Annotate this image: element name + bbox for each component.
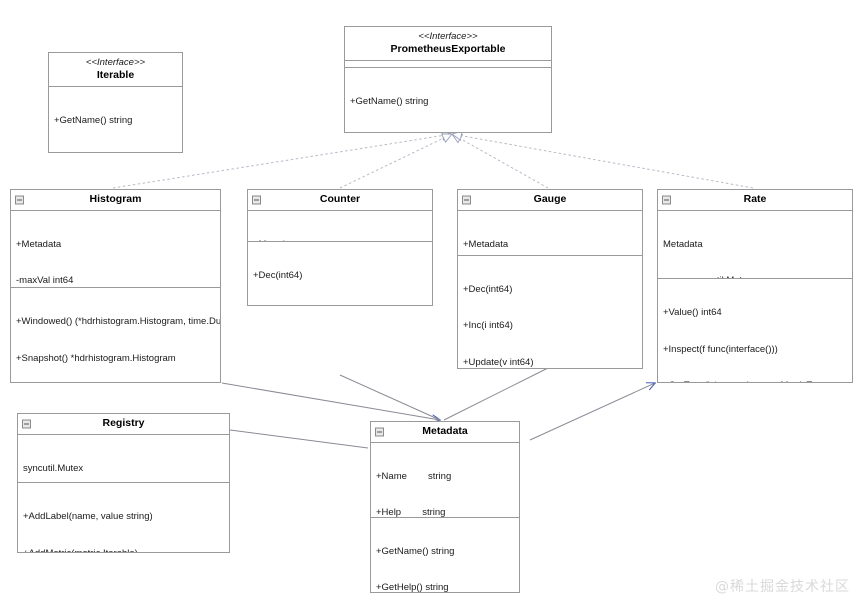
operations-compartment-counter: +Dec(int64) +Inspect(f func(interface())…	[248, 241, 432, 305]
class-header-gauge: Gauge	[458, 190, 642, 211]
operations-compartment-rate: +Value() int64 +Inspect(f func(interface…	[658, 278, 852, 382]
class-box-rate[interactable]: Rate Metadata mu syncutil.Mutex curSum f…	[657, 189, 853, 383]
class-name-label: Registry	[102, 417, 145, 429]
class-box-counter[interactable]: Counter +Metadata -metrics.Counter +Dec(…	[247, 189, 433, 306]
minus-box-icon[interactable]	[252, 195, 261, 205]
edge-registry-to-metadata	[229, 429, 369, 449]
class-name-label: Histogram	[89, 193, 142, 205]
operation-row: +Dec(int64)	[253, 270, 303, 282]
attribute-row: +Metadata	[16, 239, 62, 251]
operations-compartment-iterable: +GetName() string +GetHelp() string +Get…	[49, 87, 182, 152]
attributes-compartment-counter: +Metadata -metrics.Counter	[248, 211, 432, 241]
class-header-prometheus-exportable: <<Interface>> PrometheusExportable	[345, 27, 551, 61]
attribute-row: +Name string	[376, 471, 452, 483]
class-name-label: Counter	[319, 193, 361, 205]
attributes-compartment-metadata: +Name string +Help string +Measurement s…	[371, 443, 519, 517]
attribute-row: -maxVal int64	[16, 275, 74, 287]
operation-row: +Update(v int64)	[463, 356, 534, 368]
operation-row: +Dec(int64)	[463, 284, 513, 295]
operation-row: +GetName() string	[376, 546, 455, 558]
attribute-row: mu syncutil.Mutex	[663, 275, 848, 278]
class-header-rate: Rate	[658, 190, 852, 211]
class-box-prometheus-exportable[interactable]: <<Interface>> PrometheusExportable +GetN…	[344, 26, 552, 133]
operation-row: +GetHelp() string	[54, 151, 178, 152]
edge-counter-to-prometheusexportable	[339, 134, 452, 189]
edge-rate-to-prometheusexportable	[452, 134, 754, 189]
attributes-compartment-registry: syncutil.Mutex labels []*prometheusgo.La…	[18, 435, 229, 482]
class-header-registry: Registry	[18, 414, 229, 435]
minus-box-icon[interactable]	[462, 195, 471, 205]
operations-compartment-gauge: +Dec(int64) +Inc(i int64) +Update(v int6…	[458, 254, 642, 368]
operation-row: +AddLabel(name, value string)	[23, 511, 153, 523]
class-name-label: Rate	[743, 193, 767, 205]
edge-rate-to-metadata	[529, 383, 655, 441]
class-box-histogram[interactable]: Histogram +Metadata -maxVal int64 -mu st…	[10, 189, 221, 383]
edge-histogram-to-metadata	[221, 382, 440, 420]
operation-row: +AddMetric(metric Iterable)	[23, 548, 225, 552]
realization-edges	[112, 134, 754, 189]
minus-box-icon[interactable]	[15, 195, 24, 205]
operations-compartment-prometheus-exportable: +GetName() string +GetHelp() string +Get…	[345, 66, 551, 132]
minus-box-icon[interactable]	[375, 427, 384, 437]
operation-row: +GetHelp() string	[376, 582, 449, 592]
attribute-row: +Metadata	[463, 239, 509, 251]
class-box-registry[interactable]: Registry syncutil.Mutex labels []*promet…	[17, 413, 230, 553]
operation-row: +Snapshot() *hdrhistogram.Histogram	[16, 352, 176, 364]
operations-compartment-histogram: +Windowed() (*hdrhistogram.Histogram, ti…	[11, 287, 220, 382]
operation-row: +GetName() string	[350, 95, 429, 107]
minus-box-icon[interactable]	[662, 195, 671, 205]
operation-row: +Value() int64	[663, 307, 722, 319]
operation-row: +Inc(i int64)	[463, 320, 513, 332]
minus-box-icon[interactable]	[22, 419, 31, 429]
operation-row: +GetType() *prometheusgo.MetricType	[663, 380, 848, 382]
class-box-iterable[interactable]: <<Interface>> Iterable +GetName() string…	[48, 52, 183, 153]
edge-counter-to-metadata	[339, 374, 441, 421]
attributes-compartment-rate: Metadata mu syncutil.Mutex curSum float6…	[658, 211, 852, 278]
class-header-counter: Counter	[248, 190, 432, 211]
class-name-label: Gauge	[533, 193, 567, 205]
class-box-gauge[interactable]: Gauge +Metadata -value *int64 -fn func()…	[457, 189, 643, 369]
attribute-row: syncutil.Mutex	[23, 463, 84, 475]
stereotype-label: <<Interface>>	[418, 31, 478, 42]
edge-gauge-to-prometheusexportable	[452, 134, 549, 189]
operations-compartment-registry: +AddLabel(name, value string) +AddMetric…	[18, 482, 229, 552]
operation-row: +Inspect(f func(interface()))	[663, 343, 778, 355]
watermark-label: @稀土掘金技术社区	[715, 579, 850, 595]
class-name-label: PrometheusExportable	[390, 43, 506, 55]
attribute-row: +Metadata	[253, 239, 428, 241]
attributes-compartment-histogram: +Metadata -maxVal int64 -mu struct { -sy…	[11, 211, 220, 287]
class-header-histogram: Histogram	[11, 190, 220, 211]
attributes-compartment-gauge: +Metadata -value *int64 -fn func() int64	[458, 211, 642, 255]
operation-row: +Windowed() (*hdrhistogram.Histogram, ti…	[16, 316, 220, 328]
operation-row: +GetName() string	[54, 115, 133, 127]
attribute-row: Metadata	[663, 239, 703, 251]
class-name-label: Iterable	[96, 69, 135, 81]
stereotype-label: <<Interface>>	[85, 57, 146, 68]
attribute-row: +Help string	[376, 507, 446, 517]
class-name-label: Metadata	[422, 425, 468, 437]
class-header-metadata: Metadata	[371, 422, 519, 443]
class-header-iterable: <<Interface>> Iterable	[49, 53, 182, 87]
operations-compartment-metadata: +GetName() string +GetHelp() string +Get…	[371, 517, 519, 592]
edge-gauge-to-metadata	[443, 367, 549, 421]
class-box-metadata[interactable]: Metadata +Name string +Help string +Meas…	[370, 421, 520, 593]
